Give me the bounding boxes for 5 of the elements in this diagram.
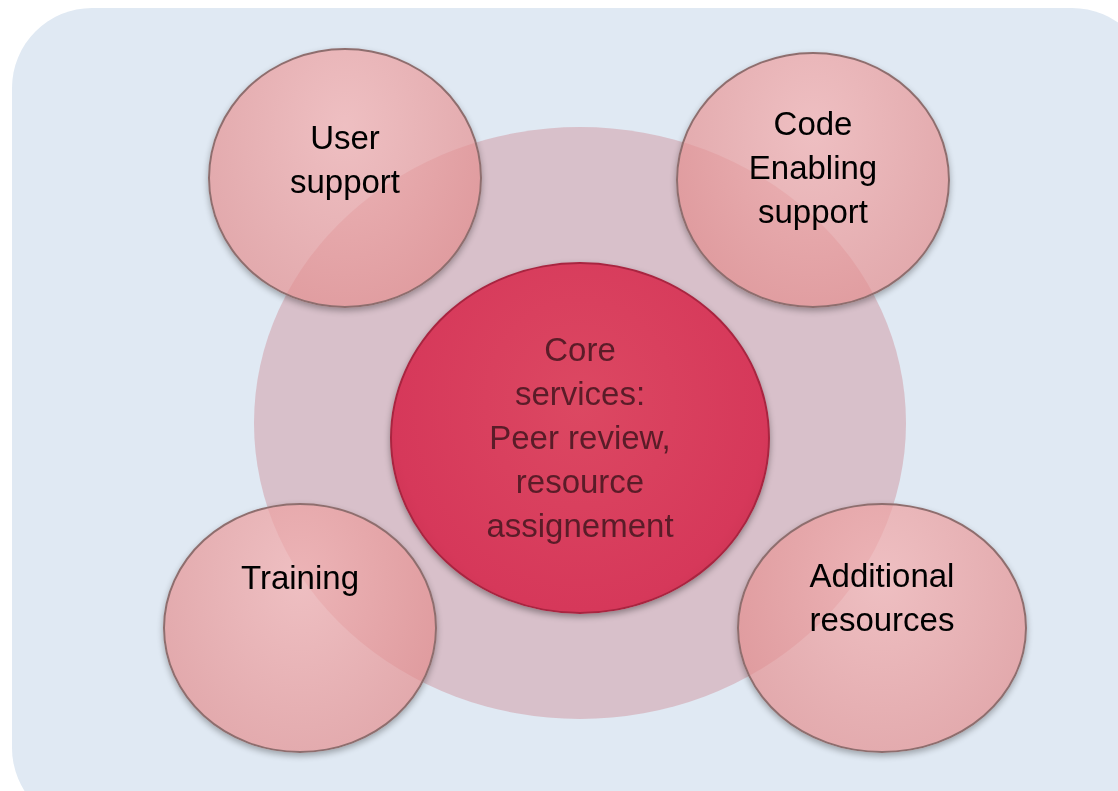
- node-label: Training: [240, 558, 360, 598]
- node-label: User support: [288, 118, 402, 202]
- node-label: Code Enabling support: [747, 104, 879, 232]
- node-label: Core services: Peer review, resource assignement: [485, 330, 675, 546]
- node-label: Additional resources: [808, 556, 956, 640]
